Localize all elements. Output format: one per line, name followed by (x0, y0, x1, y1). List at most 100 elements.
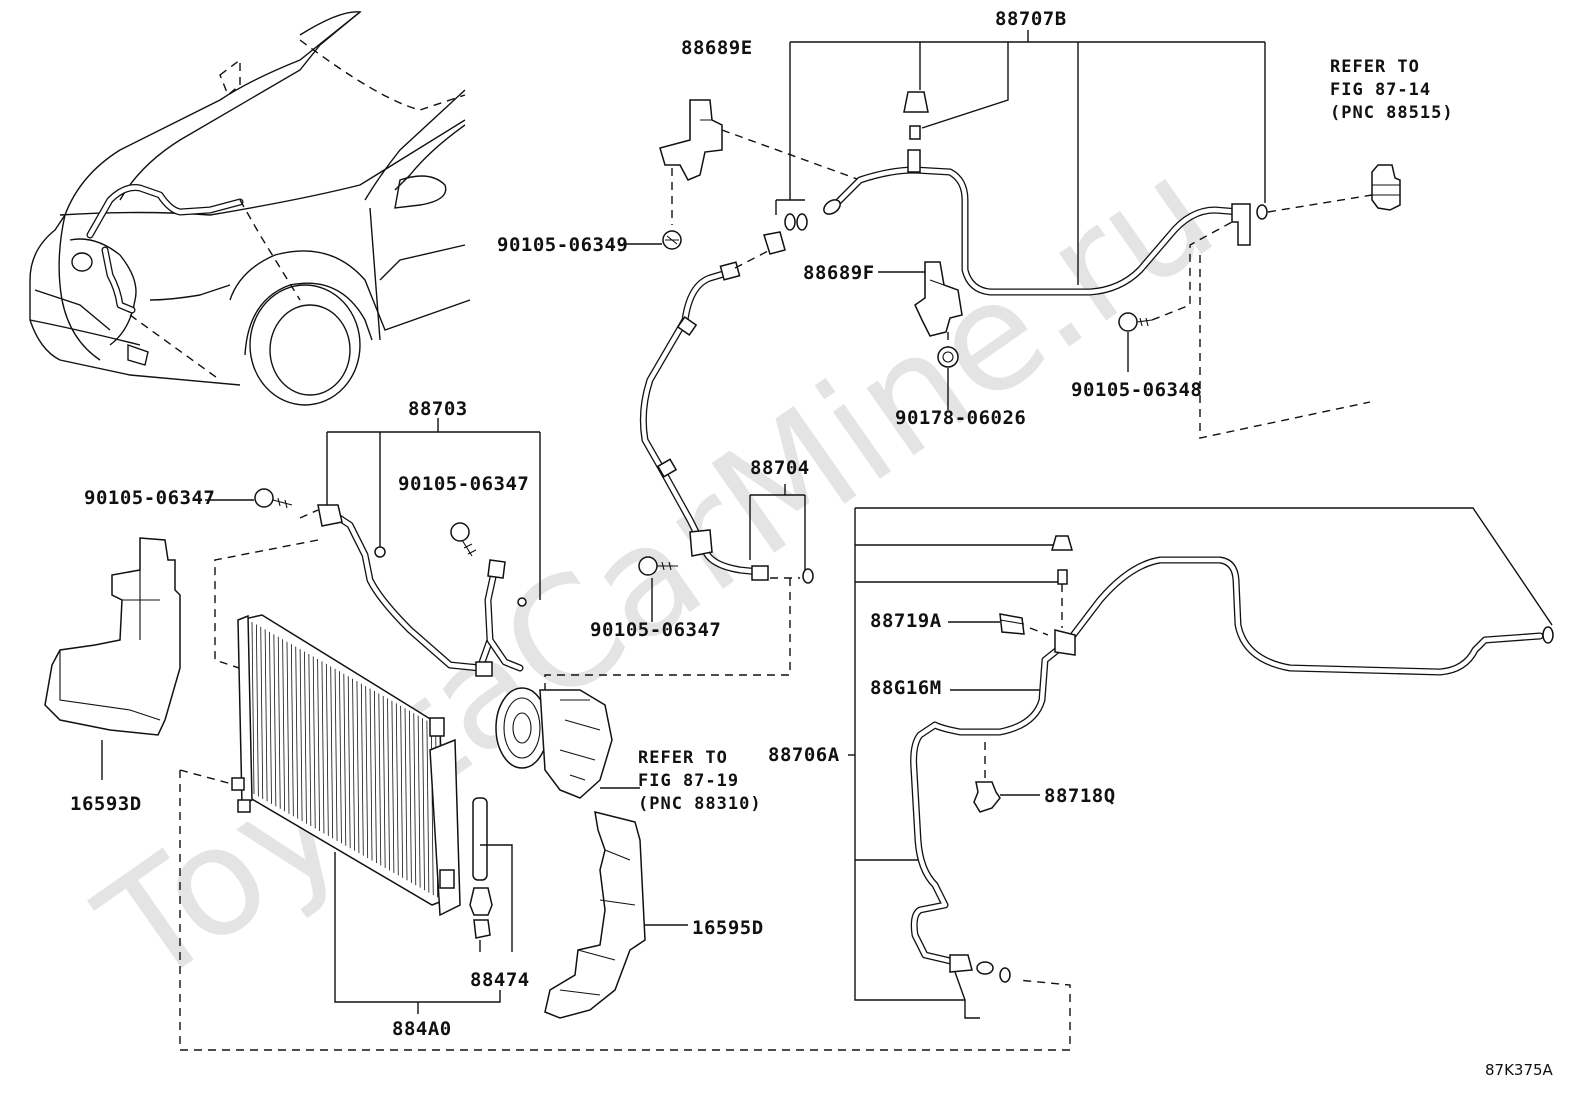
pipe-88703-drawing (214, 504, 524, 677)
condenser-fin (391, 700, 395, 873)
label-88689F[interactable]: 88689F (803, 262, 875, 284)
condenser-fin (378, 693, 382, 866)
ref-87-14-line-1: REFER TO (1330, 57, 1420, 77)
label-16593D[interactable]: 16593D (70, 793, 142, 815)
condenser-fin (347, 676, 351, 849)
condenser-fin (395, 703, 399, 876)
condenser-drawing (179, 614, 461, 917)
bolt-90105-06347-low-drawing (638, 556, 678, 576)
condenser-fin (387, 698, 390, 871)
dashed-boundary-88515 (1199, 255, 1371, 439)
leaders-right (848, 621, 1040, 756)
dashed-boundary-condenser (179, 770, 1071, 1051)
part-88515-drawing (1267, 164, 1401, 213)
bracket-88689E-drawing (659, 99, 861, 225)
sensor-88719A-drawing (999, 613, 1025, 635)
condenser-fin (269, 631, 272, 804)
condenser-fin (304, 651, 307, 824)
condenser-fin (312, 656, 316, 829)
label-88718Q[interactable]: 88718Q (1044, 785, 1116, 807)
label-88704[interactable]: 88704 (750, 457, 810, 479)
bolt-90105-06349-drawing (662, 230, 682, 250)
condenser-fin (339, 671, 342, 844)
label-88474[interactable]: 88474 (470, 969, 530, 991)
condenser-fin (417, 715, 421, 888)
label-90105-06347-mid[interactable]: 90105-06347 (398, 473, 529, 495)
condenser-fin (308, 654, 312, 827)
vehicle-outline (29, 11, 471, 406)
reference-note-fig-87-14[interactable]: REFER TO FIG 87-14 (PNC 88515) (1330, 57, 1454, 123)
label-88706A[interactable]: 88706A (768, 744, 840, 766)
condenser-fin (277, 636, 281, 809)
label-88719A[interactable]: 88719A (870, 610, 942, 632)
bolt-90105-06347-mid-drawing (450, 522, 477, 557)
condenser-fin (343, 673, 347, 846)
clip-90178-06026-drawing (937, 346, 959, 368)
condenser-fin (321, 661, 325, 834)
pipe-88706A-drawing (910, 535, 1554, 1019)
condenser-fin (325, 663, 329, 836)
condenser-fin (365, 686, 369, 859)
condenser-fin (273, 634, 277, 807)
ref-87-19-line-3: (PNC 88310) (638, 794, 762, 814)
condenser-fin (260, 626, 264, 799)
shield-16593D-drawing (44, 537, 181, 780)
ref-87-19-line-2: FIG 87-19 (638, 771, 739, 791)
pipe-88707B-drawing (763, 91, 1268, 296)
condenser-fin (369, 688, 373, 861)
label-88G16M[interactable]: 88G16M (870, 677, 942, 699)
leaders-misc (205, 243, 1129, 622)
leaders-88474 (334, 844, 513, 1014)
condenser-fin (374, 691, 377, 864)
label-884A0[interactable]: 884A0 (392, 1018, 452, 1040)
condenser-fin (404, 708, 408, 881)
dryer-88474-drawing (469, 797, 493, 939)
label-90105-06349[interactable]: 90105-06349 (497, 234, 628, 256)
condenser-fin (290, 644, 294, 817)
condenser-fin (426, 720, 430, 893)
reference-note-fig-87-19[interactable]: REFER TO FIG 87-19 (PNC 88310) (638, 748, 762, 814)
condenser-fin (286, 641, 290, 814)
ref-87-14-line-2: FIG 87-14 (1330, 80, 1431, 100)
leaders-88707B (775, 30, 1266, 285)
leaders-88704 (749, 484, 806, 570)
label-90105-06348[interactable]: 90105-06348 (1071, 379, 1202, 401)
watermark: ToyotaCarMine.ru (70, 125, 1244, 1020)
shield-16595D-drawing (544, 810, 688, 1019)
figure-code: 87K375A (1485, 1061, 1554, 1079)
frame-88706A (854, 507, 1553, 1001)
label-16595D[interactable]: 16595D (692, 917, 764, 939)
label-88707B[interactable]: 88707B (995, 8, 1067, 30)
ref-87-14-line-3: (PNC 88515) (1330, 103, 1454, 123)
bolt-90105-06347-left-drawing (254, 488, 293, 509)
condenser-fin (282, 639, 286, 812)
condenser-fin (408, 710, 412, 883)
sensor-88718Q-drawing (973, 781, 1040, 813)
condenser-fin (299, 649, 303, 822)
bracket-88689F-drawing (914, 261, 963, 348)
compressor-drawing (495, 687, 640, 799)
condenser-fin (382, 695, 386, 868)
condenser-fin (334, 668, 338, 841)
condenser-fin (352, 678, 355, 851)
ref-87-19-line-1: REFER TO (638, 748, 728, 768)
leaders-88703 (326, 418, 541, 607)
condenser-fin (255, 624, 259, 797)
condenser-fin (413, 713, 417, 886)
condenser-fin (422, 718, 425, 891)
label-88703[interactable]: 88703 (408, 398, 468, 420)
condenser-fin (251, 621, 255, 795)
bolt-90105-06348-drawing (1118, 221, 1233, 332)
condenser-fin (264, 629, 268, 802)
label-90105-06347-left[interactable]: 90105-06347 (84, 487, 215, 509)
condenser-fin (360, 683, 364, 856)
condenser-fin (356, 681, 360, 854)
condenser-fin (330, 666, 334, 839)
label-90105-06347-low[interactable]: 90105-06347 (590, 619, 721, 641)
condenser-fin (400, 705, 404, 878)
label-90178-06026[interactable]: 90178-06026 (895, 407, 1026, 429)
condenser-fin (317, 658, 320, 831)
label-88689E[interactable]: 88689E (681, 37, 753, 59)
